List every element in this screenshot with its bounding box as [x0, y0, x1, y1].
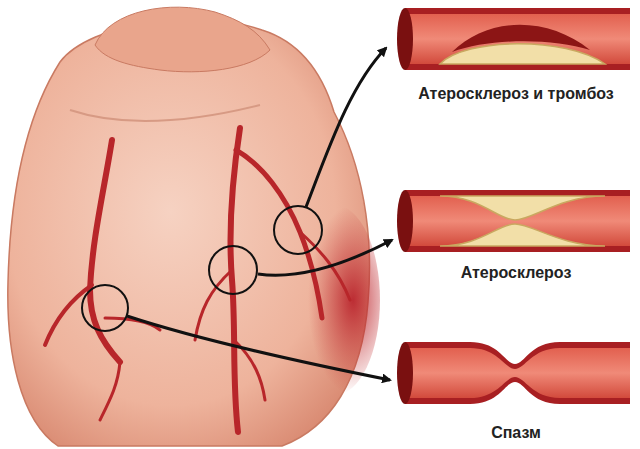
left-descending [230, 128, 240, 432]
vessel-wall [405, 342, 630, 404]
heart-groove [70, 105, 260, 121]
vessel-caption: Спазм [489, 423, 543, 442]
vessel-caption: Атеросклероз и тромбоз [416, 84, 616, 103]
left-branch [300, 232, 350, 300]
right-branch [45, 285, 92, 345]
vessel-opening [397, 342, 413, 404]
vessel-lumen [405, 196, 630, 246]
vessel-wall [405, 8, 630, 70]
lesion-circles [82, 206, 322, 331]
infarct-zone [290, 205, 380, 395]
pointer-arrow [306, 48, 386, 207]
thrombus [452, 25, 590, 52]
pointer-arrows [127, 48, 392, 380]
lesion-circle [82, 285, 128, 331]
right-branch [100, 362, 120, 420]
vessel-spasm [397, 342, 630, 404]
lesion-circle [274, 206, 322, 254]
vessel-opening [397, 8, 413, 70]
vessel-lumen [405, 14, 630, 64]
vessel-caption: Атеросклероз [459, 263, 574, 282]
plaque [440, 224, 605, 246]
vessel-opening [397, 190, 413, 252]
left-branch [236, 150, 322, 318]
pointer-arrow [258, 240, 392, 275]
great-vessels [95, 7, 270, 72]
coronary-arteries [45, 128, 350, 432]
plaque [440, 196, 605, 220]
vessel-atherosclerosis [397, 190, 630, 252]
pointer-arrow [127, 316, 390, 380]
vessel-thrombosis [397, 8, 630, 70]
left-branch [195, 270, 232, 340]
vessel-wall [405, 190, 630, 252]
vessel-lumen [405, 348, 630, 398]
lesion-circle [209, 246, 257, 294]
